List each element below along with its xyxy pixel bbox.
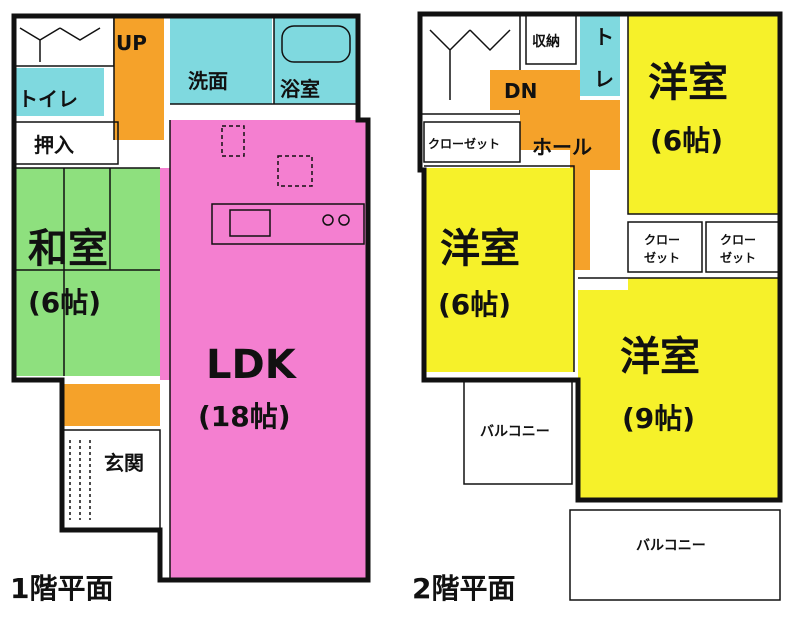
label-toilet-2f-bottom: レ (594, 67, 614, 91)
kitchen-counter (211, 203, 365, 245)
label-dn: DN (504, 79, 537, 103)
appliance-outline (277, 155, 313, 187)
label-toilet-2f-top: ト (594, 25, 614, 49)
youshitsu-b (424, 168, 574, 372)
hall-2f (490, 70, 620, 270)
wash-room (170, 16, 272, 104)
label-toilet-1f: トイレ (18, 87, 78, 111)
floor2-plan (417, 11, 783, 601)
toilet-room-2f (580, 14, 620, 96)
stove-burner-icon (322, 214, 334, 226)
label-youshitsu-c-size: (9帖) (622, 402, 695, 435)
label-closet-2a: クロー (644, 233, 680, 247)
label-shuno: 収納 (532, 33, 560, 50)
label-oshiire: 押入 (34, 133, 74, 157)
sink-icon (229, 209, 271, 237)
closet-2f-1 (423, 121, 521, 163)
stairs-lines-2f (429, 29, 511, 100)
washitsu-room (14, 168, 160, 376)
stove-burner-icon (338, 214, 350, 226)
stairs-1f (13, 15, 115, 67)
tatami-lines (14, 168, 160, 376)
label-ldk: LDK (206, 342, 298, 388)
label-senmen: 洗面 (188, 69, 228, 93)
floor1-inner-walls (14, 16, 358, 580)
label-closet-3b: ゼット (720, 250, 756, 265)
label-hall: ホール (532, 135, 592, 159)
label-washitsu: 和室 (28, 226, 108, 272)
label-ldk-size: (18帖) (198, 400, 291, 433)
appliance-outline (221, 125, 245, 157)
label-youshitsu-a-size: (6帖) (650, 124, 723, 157)
balcony-2f-2 (569, 509, 781, 601)
youshitsu-c (578, 278, 780, 500)
stairs-lines-1f (19, 27, 101, 62)
floor2-inner-walls (424, 14, 780, 372)
stair-hall-1f (114, 16, 164, 140)
label-closet-3a: クロー (720, 233, 756, 247)
floor2-outer-wall (417, 11, 783, 503)
label-up: UP (116, 31, 147, 55)
label-balcony-2: バルコニー (636, 538, 706, 554)
youshitsu-a (628, 14, 780, 214)
label-youshitsu-b: 洋室 (440, 226, 520, 272)
floor1-plan (11, 13, 371, 583)
label-youshitsu-a: 洋室 (648, 60, 728, 106)
label-genkan: 玄関 (104, 451, 144, 475)
label-youshitsu-c: 洋室 (620, 334, 700, 380)
closet-2f-2 (627, 221, 703, 273)
label-balcony-1: バルコニー (480, 424, 550, 440)
label-yokushitsu: 浴室 (280, 77, 320, 101)
floor1-outer-wall (11, 13, 371, 583)
entry-hall (62, 384, 160, 426)
genkan-floor (61, 429, 161, 531)
label-washitsu-size: (6帖) (28, 286, 101, 319)
genkan-tiles (69, 440, 91, 520)
label-closet-2b: ゼット (644, 250, 680, 265)
label-youshitsu-b-size: (6帖) (438, 288, 511, 321)
label-closet-1: クローゼット (428, 136, 500, 151)
floor1-title: 1階平面 (10, 572, 113, 605)
floor2-title: 2階平面 (412, 572, 515, 605)
bathtub-icon (281, 25, 351, 63)
toilet-room-1f (14, 68, 104, 116)
